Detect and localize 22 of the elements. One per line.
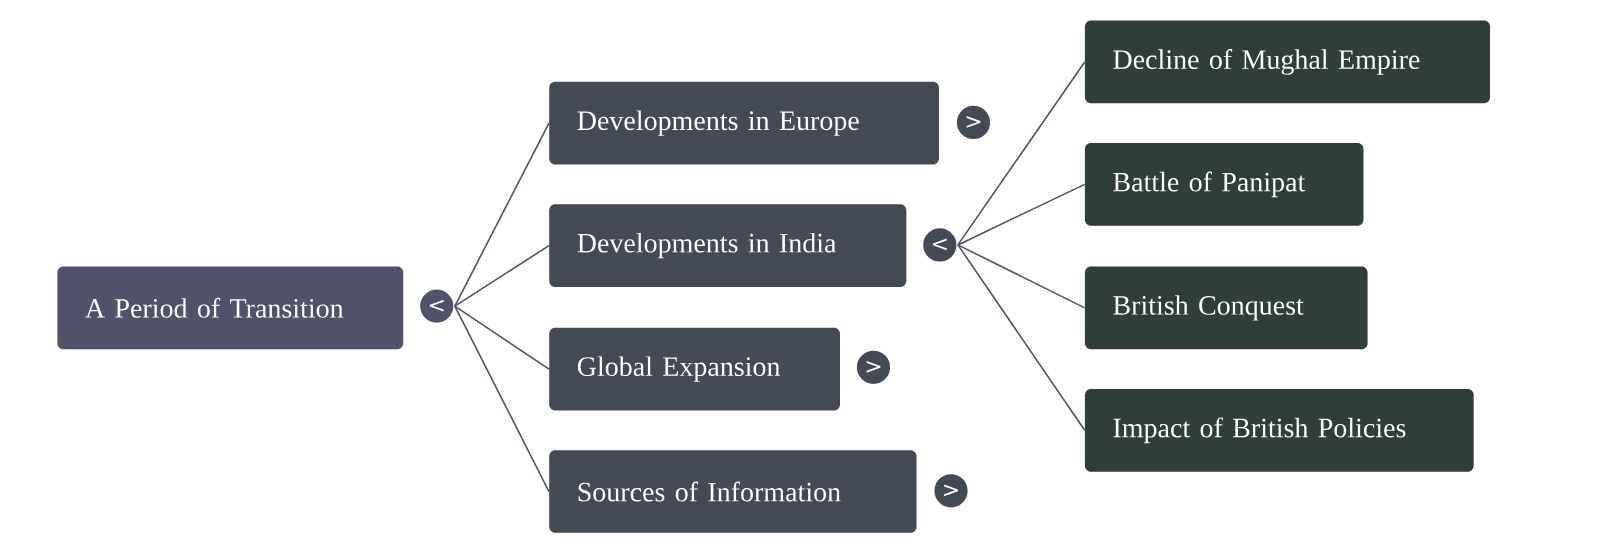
connector [454,305,550,370]
connector [957,61,1086,246]
toggle-button: < [418,288,455,325]
topic-box: Battle of Panipat [1084,143,1364,226]
connector [957,244,1086,432]
topic-box: Decline of Mughal Empire [1084,20,1490,104]
toggle-button: > [955,104,992,141]
connector [454,305,550,493]
topic-box: Impact of British Policies [1084,389,1474,472]
topic-box: Developments in Europe [549,81,939,165]
connector [454,244,550,307]
connector [957,244,1086,309]
connector [957,183,1086,246]
topic-box: A Period of Transition [57,266,404,350]
connector [454,122,550,307]
toggle-button: > [932,472,970,509]
toggle-button: < [921,226,958,263]
topic-box: Global Expansion [549,327,840,411]
topic-box: Sources of Information [549,450,917,533]
toggle-button: > [855,349,892,386]
topic-box: Developments in India [549,204,907,287]
topic-box: British Conquest [1084,266,1368,350]
